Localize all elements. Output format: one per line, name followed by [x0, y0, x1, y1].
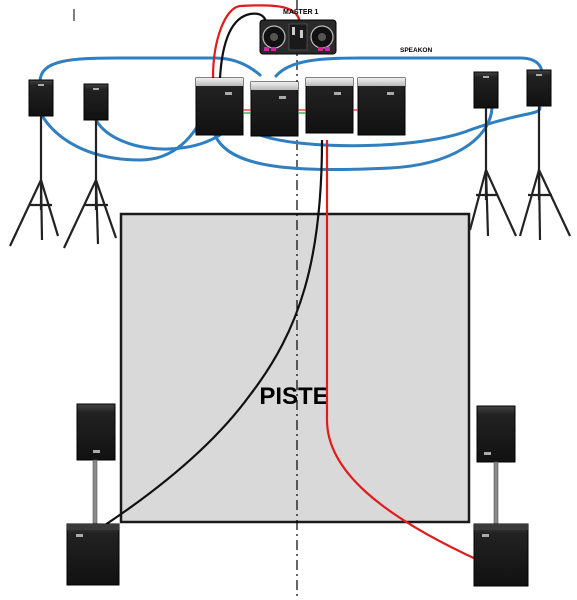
bottom-right-stack — [473, 405, 529, 587]
loudspeaker-icon — [476, 405, 516, 463]
black-cable-to-left-sub — [104, 139, 324, 526]
red-cable-controller — [211, 4, 302, 79]
subwoofer-icon — [305, 77, 354, 134]
master-label: MASTER 1 — [283, 9, 319, 16]
subwoofer-icon — [473, 523, 529, 587]
subwoofer-icon — [357, 77, 406, 136]
left-inner-speaker — [63, 83, 118, 249]
black-cable-controller — [218, 12, 268, 79]
speaker-pole-icon — [493, 461, 499, 525]
bottom-left-stack — [66, 403, 120, 586]
left-outer-speaker — [9, 79, 60, 247]
speakon-label: SPEAKON — [400, 47, 432, 54]
right-inner-speaker — [468, 71, 518, 237]
subwoofer-icon — [250, 81, 299, 137]
speaker-pole-icon — [92, 459, 98, 525]
right-outer-speaker — [518, 69, 571, 241]
subwoofer-icon — [66, 523, 120, 586]
center-subwoofer-row — [195, 77, 406, 137]
dj-controller-icon — [259, 19, 337, 55]
red-cable-to-right-sub — [325, 140, 479, 561]
speakon-cables — [38, 56, 544, 171]
subwoofer-icon — [195, 77, 244, 136]
tripod-stand-icon — [468, 108, 518, 237]
tripod-stand-icon — [518, 106, 571, 241]
floor-label: PISTE — [259, 383, 328, 410]
tripod-stand-icon — [9, 116, 60, 247]
tripod-stand-icon — [63, 120, 118, 249]
